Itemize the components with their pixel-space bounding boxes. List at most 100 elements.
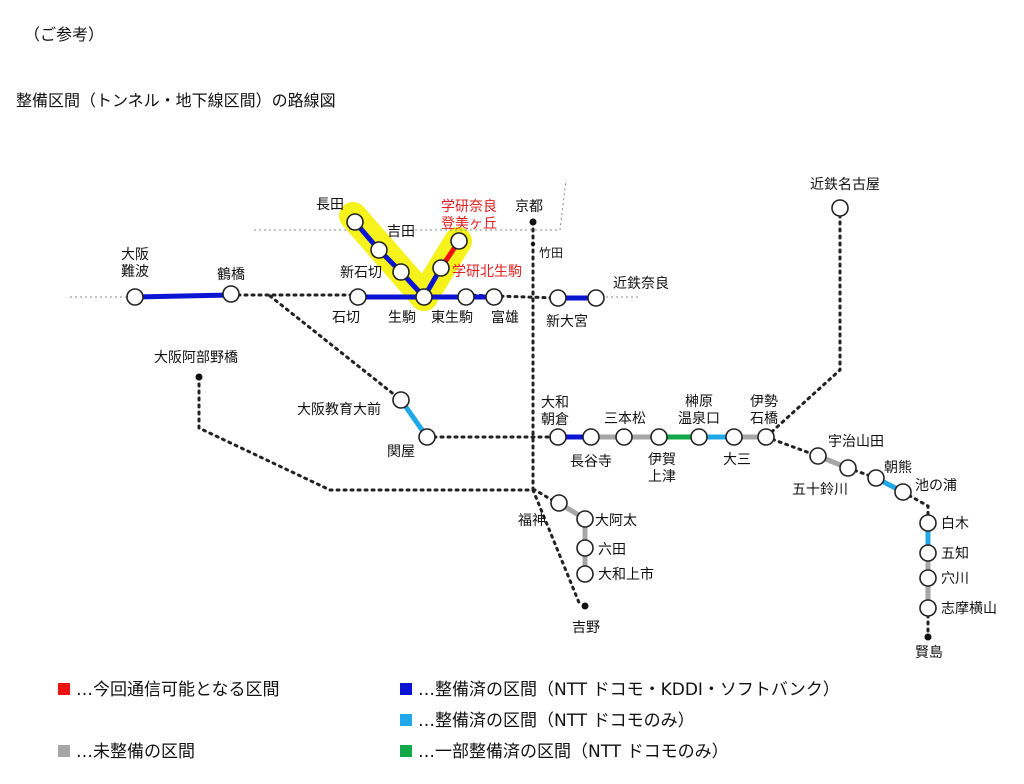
legend-item-gray: …未整備の区間 [76,742,195,762]
station-ishikiri [349,288,367,306]
station-asakuma [867,469,885,487]
label-takeda: 竹田 [539,246,563,260]
label-shin-omiya: 新大宮 [546,314,588,330]
label-yamato-asakura: 大和朝倉 [541,395,569,428]
legend-swatch-blue [400,683,412,695]
label-osaka-namba: 大阪難波 [121,247,149,280]
station-shiraki [919,514,937,532]
station-yoshida [370,241,388,259]
label-fukujin: 福神 [518,513,546,529]
terminal-dots [195,218,932,641]
label-osaka-abenobashi: 大阪阿部野橋 [154,350,238,366]
label-anagawa: 穴川 [941,571,969,587]
station-tomio [485,288,503,306]
label-sakakibara-onsenguchi: 榊原温泉口 [678,394,720,427]
station-goka [919,544,937,562]
station-gakken-kita-ikoma [432,259,450,277]
station-osaka-namba [126,288,144,306]
legend-item-blue: …整備済の区間（NTT ドコモ・KDDI・ソフトバンク） [418,680,840,700]
station-ikoma [415,288,433,306]
label-kintetsu-nara: 近鉄奈良 [613,276,669,292]
label-ishikiri: 石切 [332,310,360,326]
dotted-lines [197,206,930,638]
terminal-yoshino [581,602,589,610]
station-osaka-kyoiku-daimae [392,391,410,409]
legend-swatch-green [400,745,412,757]
label-isuzugawa: 五十鈴川 [792,482,848,498]
seg-namba-tsuruhashi [132,292,234,300]
label-osaka-kyoiku-daimae: 大阪教育大前 [297,401,381,418]
station-shin-ishikiri [392,263,410,281]
label-gakken-kita-ikoma: 学研北生駒 [452,264,522,280]
label-ujiyamada: 宇治山田 [828,434,884,450]
label-kintetsu-nagoya: 近鉄名古屋 [810,177,880,193]
label-kashikojima: 賢島 [915,645,943,661]
station-shima-yokoyama [919,599,937,617]
map-title: 整備区間（トンネル・地下線区間）の路線図 [16,91,336,110]
line-nagoya [764,206,842,439]
station-osato [725,428,743,446]
label-nagata: 長田 [316,197,344,213]
label-iga-kozu: 伊賀上津 [648,452,676,485]
station-labels: 大阪難波 鶴橋 長田 吉田 新石切 石切 生駒 学研奈良登美ヶ丘 学研北生駒 東… [121,177,997,661]
label-shiraki: 白木 [941,516,969,532]
line-ise-ujiyamada [764,435,820,458]
reference-note: （ご参考） [24,25,104,44]
station-sakakibara-onsenguchi [690,428,708,446]
station-sekiya [418,428,436,446]
station-fukujin [550,494,568,512]
label-sekiya: 関屋 [387,444,415,460]
label-ise-ishibashi: 伊勢石橋 [750,394,778,427]
legend-swatch-red [58,683,70,695]
station-tsuruhashi [222,285,240,303]
terminal-kashikojima [924,633,932,641]
legend-item-green: …一部整備済の区間（NTT ドコモのみ） [418,742,729,762]
station-ise-ishibashi [757,428,775,446]
legend: …今回通信可能となる区間 …整備済の区間（NTT ドコモ・KDDI・ソフトバンク… [58,680,840,762]
label-oada: 大阿太 [595,513,637,529]
label-shima-yokoyama: 志摩横山 [941,600,997,617]
label-gakken-nara-tomigaoka: 学研奈良登美ヶ丘 [441,199,497,232]
station-iga-kozu [650,428,668,446]
legend-swatch-gray [58,745,70,757]
station-isuzugawa [839,459,857,477]
station-ujiyamada [809,447,827,465]
station-circles [126,199,937,617]
station-shin-omiya [549,289,567,307]
label-yoshino: 吉野 [572,620,600,636]
terminal-takeda [530,241,536,247]
station-yamato-kamiichi [576,565,594,583]
label-ikenoura: 池の浦 [915,478,957,494]
legend-swatch-cyan [400,714,412,726]
station-anagawa [919,569,937,587]
line-nara-osakakyoiku [268,294,403,402]
line-abenobashi [197,375,559,505]
terminal-kyoto [529,218,537,226]
edge-lines [70,179,640,298]
line-yoshino-south [531,488,582,607]
label-hasedera: 長谷寺 [570,454,612,470]
label-shin-ishikiri: 新石切 [340,265,382,281]
line-ikenoura-shiraki [901,490,930,525]
station-kintetsu-nagoya [831,199,849,217]
line-isuzu-asakuma [846,466,878,480]
label-yoshida: 吉田 [387,224,415,240]
terminal-abenobashi [195,373,203,381]
station-gakken-nara-tomigaoka [450,232,468,250]
station-ikenoura [894,483,912,501]
station-oada [576,510,594,528]
label-goka: 五知 [941,545,969,562]
label-ikoma: 生駒 [388,310,416,326]
label-mutsuda: 六田 [598,542,626,558]
station-higashi-ikoma [457,288,475,306]
label-tomio: 富雄 [491,309,519,326]
label-kyoto: 京都 [515,199,543,215]
label-osato: 大三 [723,452,751,468]
legend-item-red: …今回通信可能となる区間 [76,680,280,700]
label-asakuma: 朝熊 [884,460,912,476]
station-nagata [346,213,364,231]
station-mutsuda [576,539,594,557]
legend-item-cyan: …整備済の区間（NTT ドコモのみ） [418,711,695,731]
station-sanbonmatsu [615,428,633,446]
